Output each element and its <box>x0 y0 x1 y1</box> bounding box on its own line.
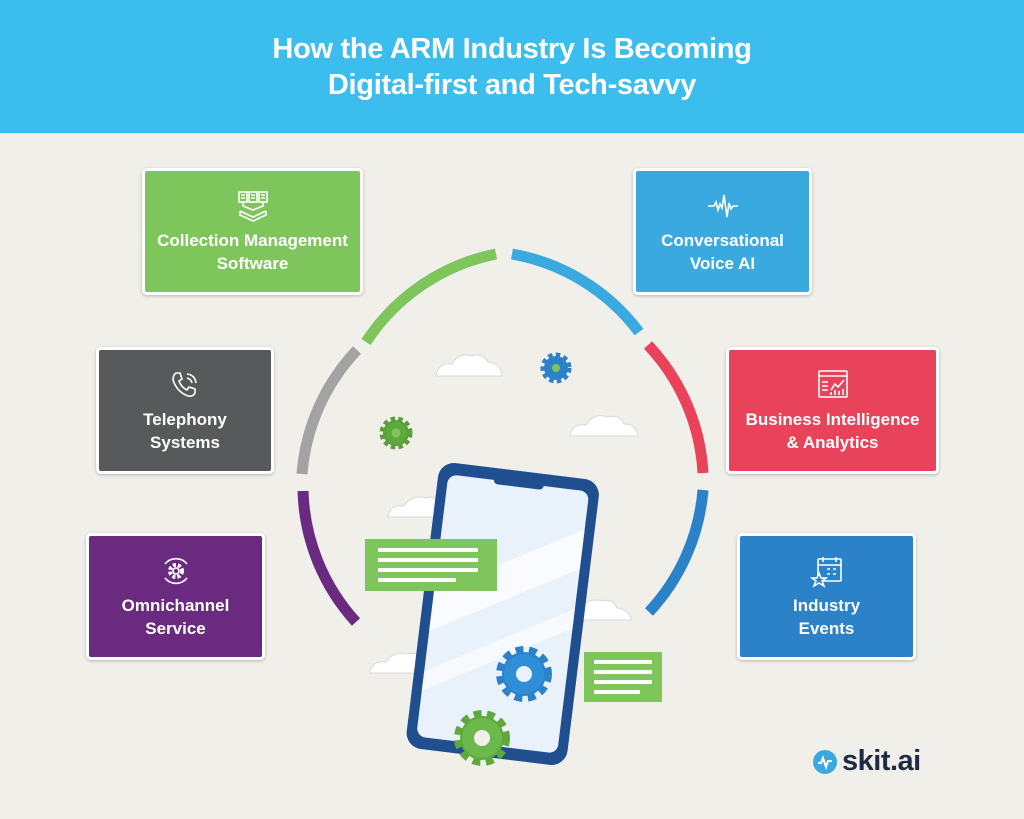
cloud <box>435 354 503 377</box>
ring-arc-gray <box>296 346 362 475</box>
card-collection-management-software: Collection Management Software <box>142 168 363 295</box>
title-line-2: Digital-first and Tech-savvy <box>327 68 697 101</box>
card-label-line-2: Service <box>145 618 206 638</box>
ring-arc-blue <box>511 248 644 336</box>
chat-bubble-left <box>365 539 497 591</box>
card-label-line-2: Software <box>216 253 289 273</box>
logo-text: skit.ai <box>842 745 921 777</box>
segmented-ring <box>296 248 709 626</box>
card-label-line-1: Conversational <box>661 230 784 250</box>
card-label-line-1: Collection Management <box>157 230 348 250</box>
gear-small-green-icon <box>379 416 413 450</box>
skit-logo-mark-icon <box>813 749 837 774</box>
skit-ai-logo: skit.ai <box>812 745 921 778</box>
card-label-line-1: Business Intelligence <box>745 409 920 429</box>
header-banner: How the ARM Industry Is Becoming Digital… <box>0 0 1024 133</box>
card-label-line-2: Systems <box>150 432 220 452</box>
documents-tray-icon <box>236 189 270 223</box>
analytics-dashboard-icon <box>816 368 850 402</box>
ring-arc-purple <box>297 490 361 626</box>
card-label-line-1: Telephony <box>143 409 227 429</box>
card-label-line-1: Industry <box>792 595 861 615</box>
card-label-line-1: Omnichannel <box>121 595 230 615</box>
cloud <box>569 415 639 437</box>
phone-ringing-icon <box>168 368 202 402</box>
ring-arc-green <box>361 248 498 346</box>
card-conversational-voice-ai: Conversational Voice AI <box>633 168 812 295</box>
circular-gear-icon <box>159 554 193 588</box>
gear-large-blue-icon <box>496 646 552 702</box>
card-label-line-2: Voice AI <box>689 253 756 273</box>
gear-large-green-icon <box>454 710 510 766</box>
title-line-1: How the ARM Industry Is Becoming <box>272 32 752 65</box>
card-business-intelligence-analytics: Business Intelligence & Analytics <box>726 347 939 474</box>
ring-arc-red <box>643 341 709 474</box>
calendar-star-icon <box>809 554 844 588</box>
card-omnichannel-service: Omnichannel Service <box>86 533 265 660</box>
chat-bubble-right <box>584 652 662 702</box>
ring-arc-darkblue <box>644 489 709 616</box>
card-label-line-2: & Analytics <box>786 432 879 452</box>
card-label-line-2: Events <box>798 618 855 638</box>
card-industry-events: Industry Events <box>737 533 916 660</box>
gear-small-blue-icon <box>540 352 572 384</box>
card-telephony-systems: Telephony Systems <box>96 347 274 474</box>
soundwave-icon <box>706 189 740 223</box>
